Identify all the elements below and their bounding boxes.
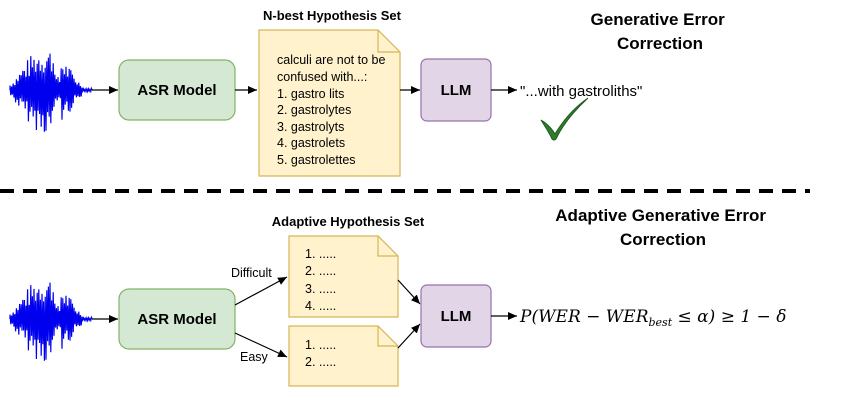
- waveform-top: [9, 53, 93, 132]
- arrow-asr-to-easy: [234, 332, 288, 358]
- difficult-item: 1. .....: [305, 247, 336, 261]
- formula-subscript: best: [649, 316, 673, 329]
- svg-text:1. ..... 2. .....: 1. ..... 2. .....: [305, 338, 340, 369]
- hypothesis-line: 2. gastrolytes: [277, 103, 351, 117]
- formula-rhs: ≤ α) ≥ 1 − δ: [672, 307, 786, 327]
- difficult-label: Difficult: [231, 266, 272, 280]
- guarantee-formula: P(WER − WERbest ≤ α) ≥ 1 − δ: [519, 307, 786, 329]
- llm-label-bottom: LLM: [441, 308, 472, 325]
- waveform-bottom: [9, 282, 93, 361]
- section-title-top-line1: Generative Error: [591, 10, 726, 29]
- easy-hypothesis-note: 1. ..... 2. .....: [288, 325, 399, 387]
- asr-model-box-bottom: ASR Model: [118, 288, 236, 350]
- svg-text:calculi are not to be co: calculi are not to be confused with...: …: [277, 53, 389, 167]
- llm-box-top: LLM: [420, 58, 492, 122]
- adaptive-set-title: Adaptive Hypothesis Set: [272, 214, 425, 229]
- nbest-hypothesis-note: calculi are not to be confused with...: …: [258, 29, 401, 177]
- formula-lhs: P(WER − WER: [519, 307, 649, 327]
- easy-item: 2. .....: [305, 355, 336, 369]
- difficult-item: 3. .....: [305, 282, 336, 296]
- hypothesis-line: 5. gastrolettes: [277, 153, 356, 167]
- difficult-hypothesis-note: 1. ..... 2. ..... 3. ..... 4. .....: [288, 235, 399, 318]
- easy-item: 1. .....: [305, 338, 336, 352]
- output-text: "...with gastroliths": [520, 83, 642, 100]
- difficult-item: 4. .....: [305, 299, 336, 313]
- check-icon: [540, 97, 589, 141]
- easy-label: Easy: [240, 350, 269, 364]
- hypothesis-line: 1. gastro lits: [277, 87, 344, 101]
- asr-model-box-top: ASR Model: [118, 59, 236, 121]
- svg-text:1. ..... 2. .....: 1. ..... 2. ..... 3. ..... 4. .....: [305, 247, 340, 313]
- hypothesis-line: confused with...:: [277, 70, 367, 84]
- section-title-bottom-line2: Correction: [620, 230, 706, 249]
- llm-box-bottom: LLM: [420, 284, 492, 348]
- arrow-easy-to-llm: [397, 323, 421, 349]
- arrow-asr-to-difficult: [234, 276, 288, 306]
- section-title-bottom-line1: Adaptive Generative Error: [555, 206, 766, 225]
- llm-label-top: LLM: [441, 82, 472, 99]
- hypothesis-line: 3. gastrolyts: [277, 120, 344, 134]
- nbest-set-title: N-best Hypothesis Set: [263, 8, 402, 23]
- asr-model-label-top: ASR Model: [137, 82, 216, 99]
- asr-model-label-bottom: ASR Model: [137, 311, 216, 328]
- hypothesis-line: calculi are not to be: [277, 53, 385, 67]
- hypothesis-line: 4. gastrolets: [277, 136, 345, 150]
- section-title-top-line2: Correction: [617, 34, 703, 53]
- svg-text:Generative Error Correctio: Generative Error Correction: [591, 10, 730, 53]
- arrow-difficult-to-llm: [397, 279, 421, 305]
- svg-text:Adaptive Generative Error: Adaptive Generative Error Correction: [555, 206, 770, 249]
- difficult-item: 2. .....: [305, 264, 336, 278]
